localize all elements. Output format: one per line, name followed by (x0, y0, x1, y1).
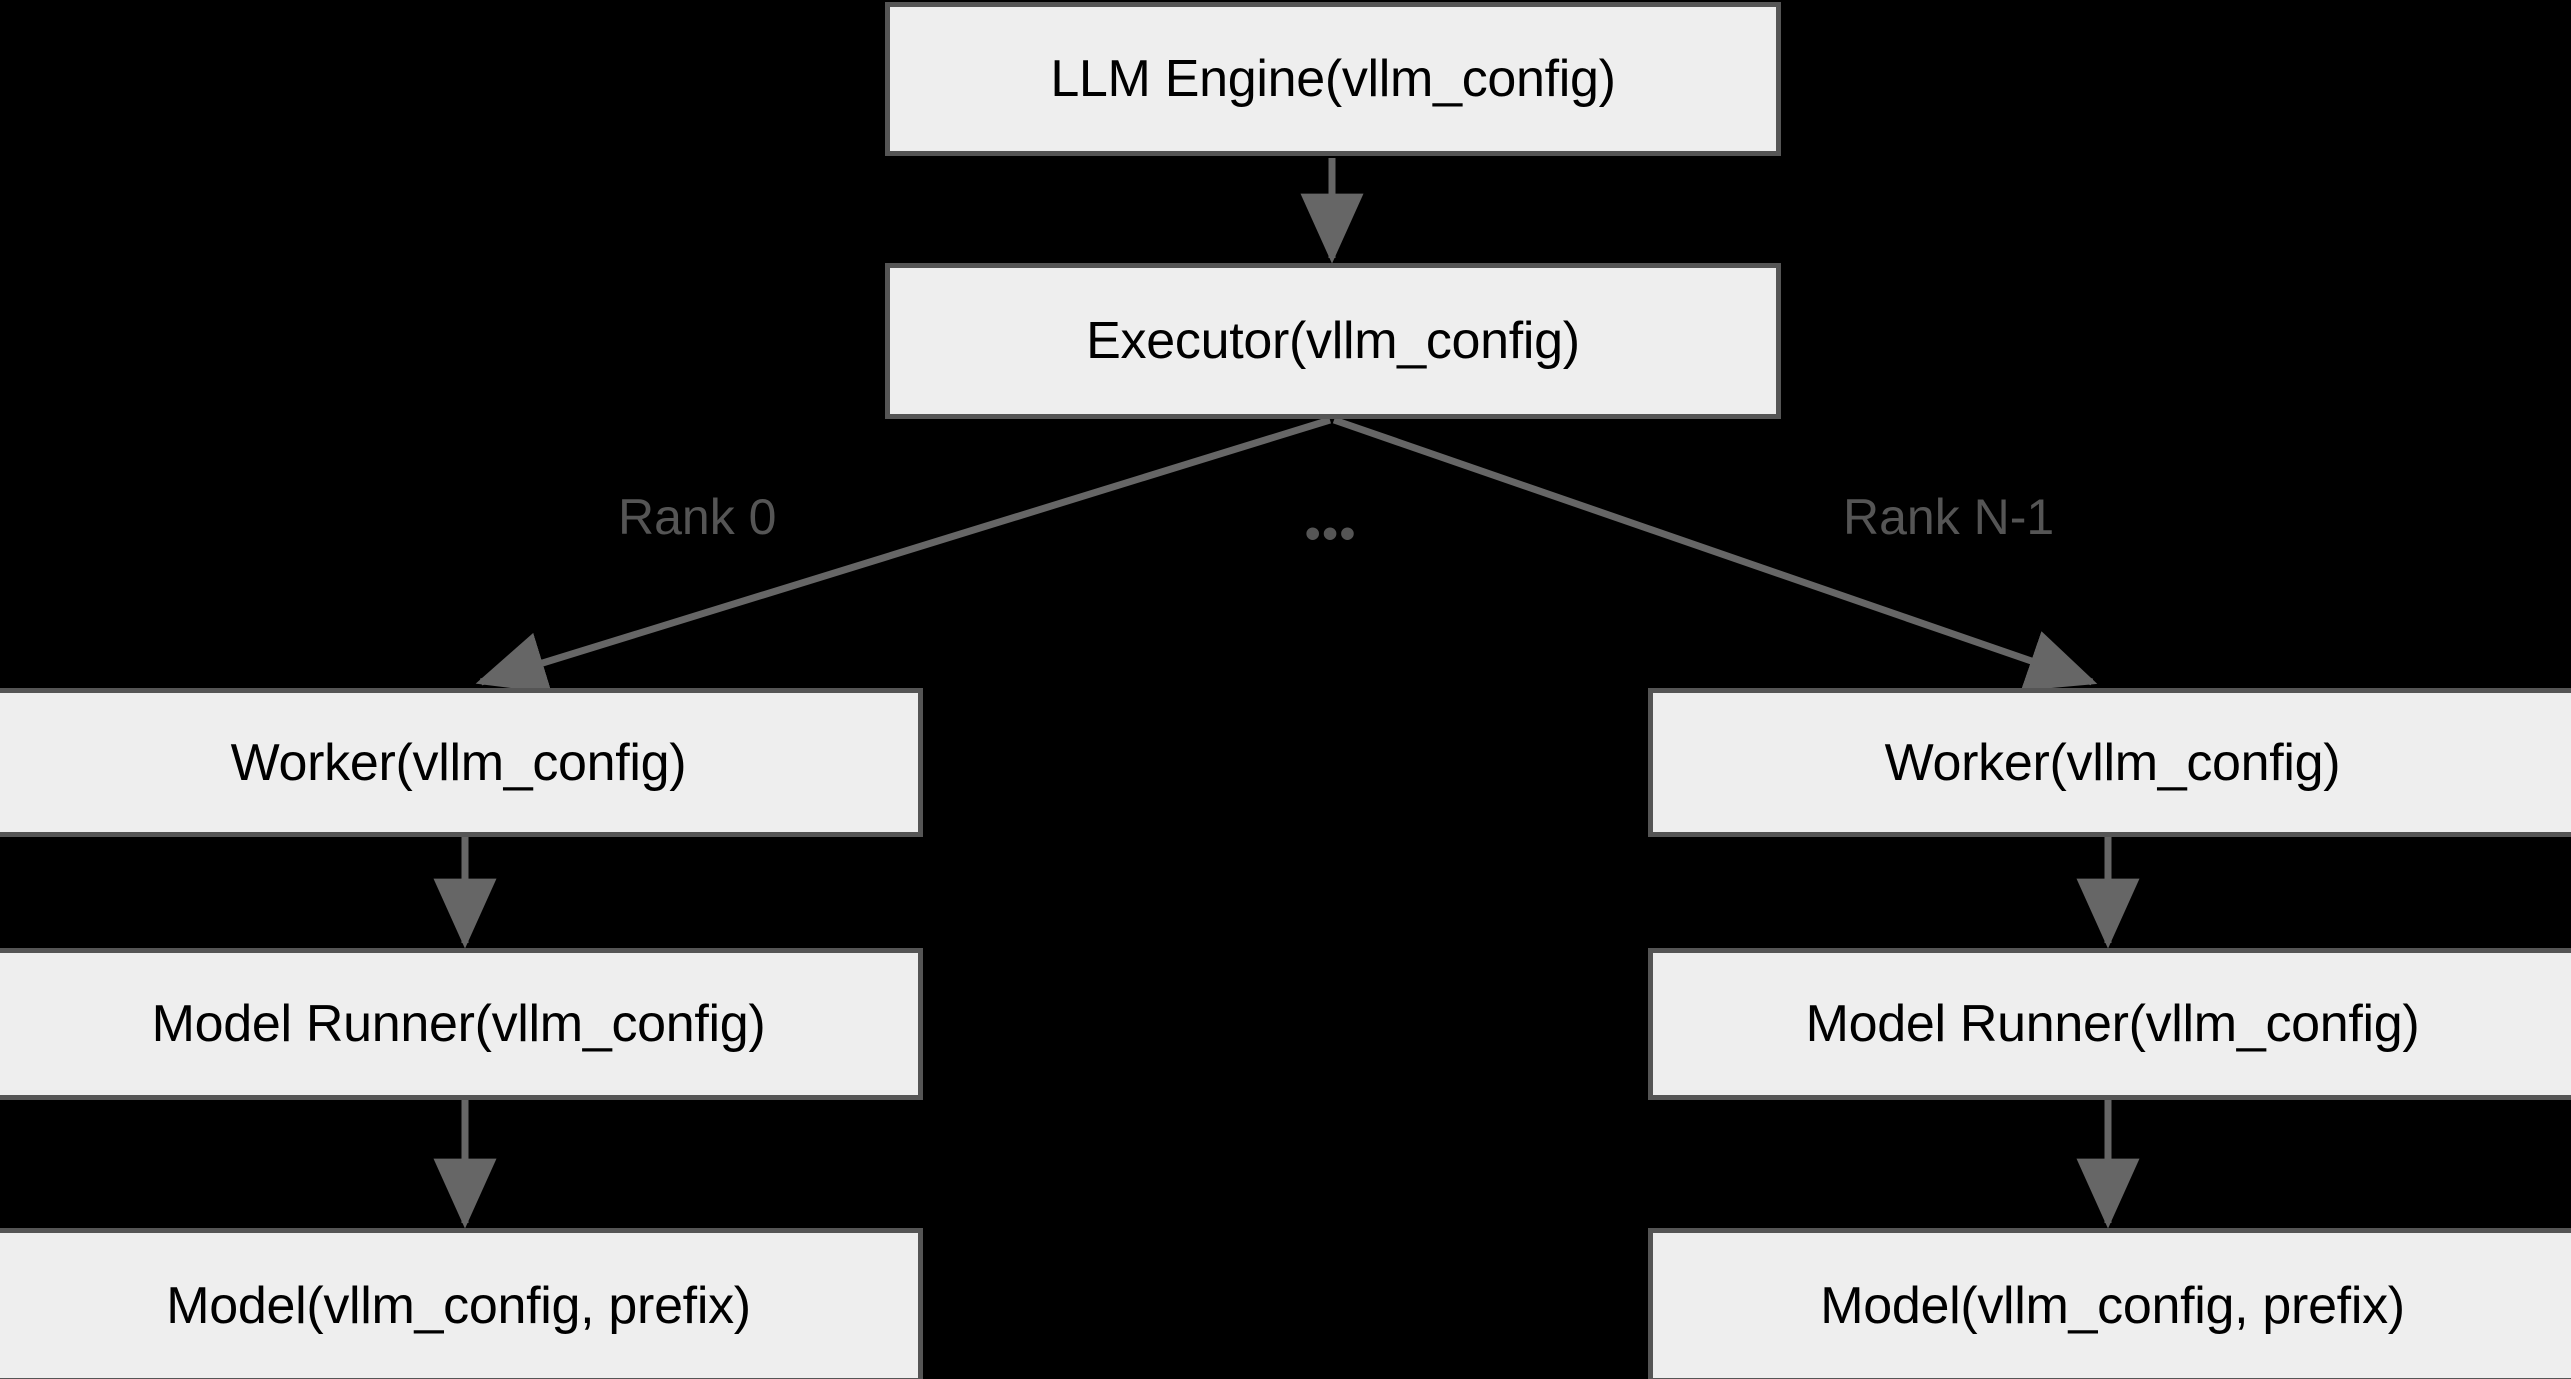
node-llm-engine-label: LLM Engine(vllm_config) (1050, 50, 1616, 108)
node-llm-engine[interactable]: LLM Engine(vllm_config) (885, 2, 1781, 156)
edge-label-rank-n-1: Rank N-1 (1843, 489, 2055, 545)
node-model-rankn-label: Model(vllm_config, prefix) (1820, 1276, 2405, 1335)
node-model-runner-rank0[interactable]: Model Runner(vllm_config) (0, 948, 923, 1100)
node-model-runner-rankn[interactable]: Model Runner(vllm_config) (1648, 948, 2571, 1100)
node-model-runner-rank0-label: Model Runner(vllm_config) (151, 995, 766, 1053)
edge-executor-to-worker-rank0 (475, 416, 1332, 694)
node-model-rank0[interactable]: Model(vllm_config, prefix) (0, 1228, 923, 1379)
node-worker-rankn-label: Worker(vllm_config) (1884, 733, 2341, 792)
node-worker-rank0-label: Worker(vllm_config) (230, 733, 687, 792)
edge-executor-to-worker-rankn (1332, 416, 2098, 691)
edge-label-rank-ellipsis: ••• (1305, 509, 1358, 558)
edge-label-rank-0: Rank 0 (618, 489, 777, 545)
node-worker-rankn[interactable]: Worker(vllm_config) (1648, 688, 2571, 837)
node-model-runner-rankn-label: Model Runner(vllm_config) (1805, 995, 2420, 1053)
node-executor[interactable]: Executor(vllm_config) (885, 263, 1781, 419)
node-worker-rank0[interactable]: Worker(vllm_config) (0, 688, 923, 837)
node-model-rank0-label: Model(vllm_config, prefix) (166, 1276, 751, 1335)
node-executor-label: Executor(vllm_config) (1086, 312, 1580, 370)
node-model-rankn[interactable]: Model(vllm_config, prefix) (1648, 1228, 2571, 1379)
